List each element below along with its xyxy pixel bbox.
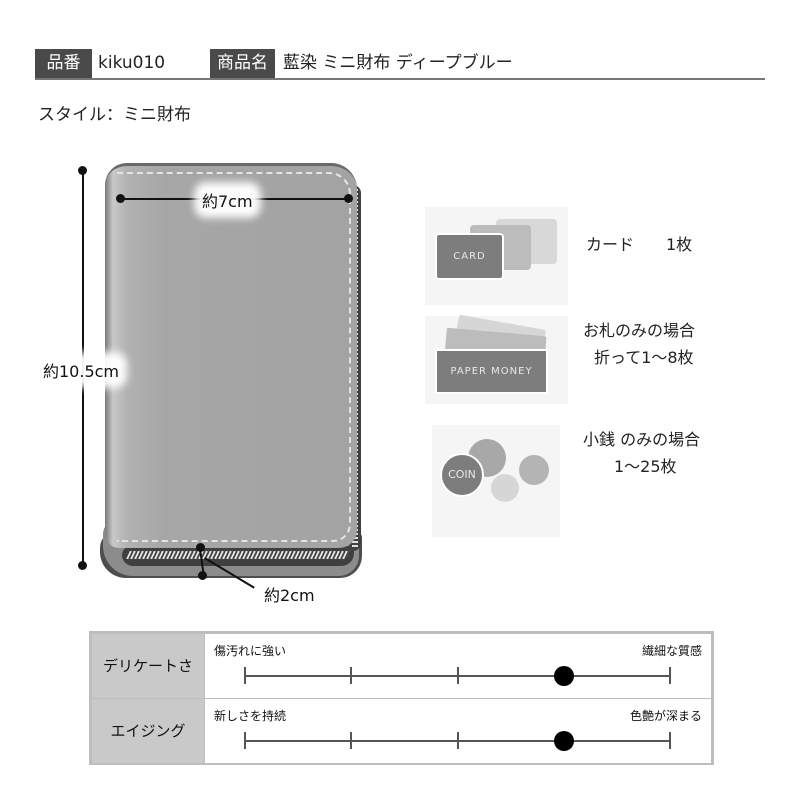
scale-left-label: 新しさを持続 xyxy=(214,709,287,723)
scale-tick xyxy=(457,732,459,749)
product-name: 藍染 ミニ財布 ディープブルー xyxy=(283,53,513,73)
dimension-endpoint-dot xyxy=(78,166,87,175)
product-name-label: 商品名 xyxy=(210,49,275,78)
dimension-endpoint-dot xyxy=(196,543,205,552)
scale-tick xyxy=(350,732,352,749)
scale-right-label: 繊細な質感 xyxy=(641,644,702,658)
scale-tick xyxy=(669,732,671,749)
dimension-endpoint-dot xyxy=(78,561,87,570)
capacity-card-text: カード 1枚 xyxy=(586,235,693,254)
card-icon: CARD xyxy=(425,207,568,305)
product-code-label: 品番 xyxy=(35,49,92,78)
width-label: 約7cm xyxy=(200,188,255,212)
characteristic-row-aging: エイジング 新しさを持続 色艶が深まる xyxy=(92,699,711,763)
depth-label: 約2cm xyxy=(264,586,315,605)
paper-money-icon: PAPER MONEY xyxy=(425,314,568,404)
characteristic-row-delicacy: デリケートさ 傷汚れに強い 繊細な質感 xyxy=(92,634,711,698)
style-line: スタイル：ミニ財布 xyxy=(38,105,191,125)
height-label: 約10.5cm xyxy=(41,358,122,382)
scale-tick xyxy=(350,667,352,684)
scale-tick xyxy=(457,667,459,684)
dimension-endpoint-dot xyxy=(116,194,125,203)
characteristic-scale: 新しさを持続 色艶が深まる xyxy=(205,699,711,763)
wallet-stitching xyxy=(117,172,351,542)
scale-marker xyxy=(554,666,574,686)
capacity-bills-line2: 折って1〜8枚 xyxy=(594,348,694,367)
zipper-bottom xyxy=(122,546,354,566)
capacity-coins-line1: 小銭 のみの場合 xyxy=(583,430,701,449)
wallet-body xyxy=(105,163,357,548)
coin-icon: COIN xyxy=(432,425,560,537)
characteristic-label: エイジング xyxy=(92,699,204,763)
scale-left-label: 傷汚れに強い xyxy=(214,644,287,658)
characteristic-label: デリケートさ xyxy=(92,634,204,698)
scale-tick xyxy=(244,667,246,684)
capacity-coins-line2: 1〜25枚 xyxy=(614,457,677,476)
capacity-bills-line1: お札のみの場合 xyxy=(583,321,696,340)
characteristic-scale: 傷汚れに強い 繊細な質感 xyxy=(205,634,711,698)
product-header: 品番 kiku010 商品名 藍染 ミニ財布 ディープブルー xyxy=(35,49,765,80)
scale-tick xyxy=(669,667,671,684)
product-code: kiku010 xyxy=(98,53,166,73)
dimension-endpoint-dot xyxy=(198,571,207,580)
scale-tick xyxy=(244,732,246,749)
dimension-endpoint-dot xyxy=(344,194,353,203)
scale-marker xyxy=(554,731,574,751)
characteristics-table: デリケートさ 傷汚れに強い 繊細な質感 エイジング 新しさを持続 色艶が深まる xyxy=(89,631,714,765)
scale-right-label: 色艶が深まる xyxy=(629,709,702,723)
